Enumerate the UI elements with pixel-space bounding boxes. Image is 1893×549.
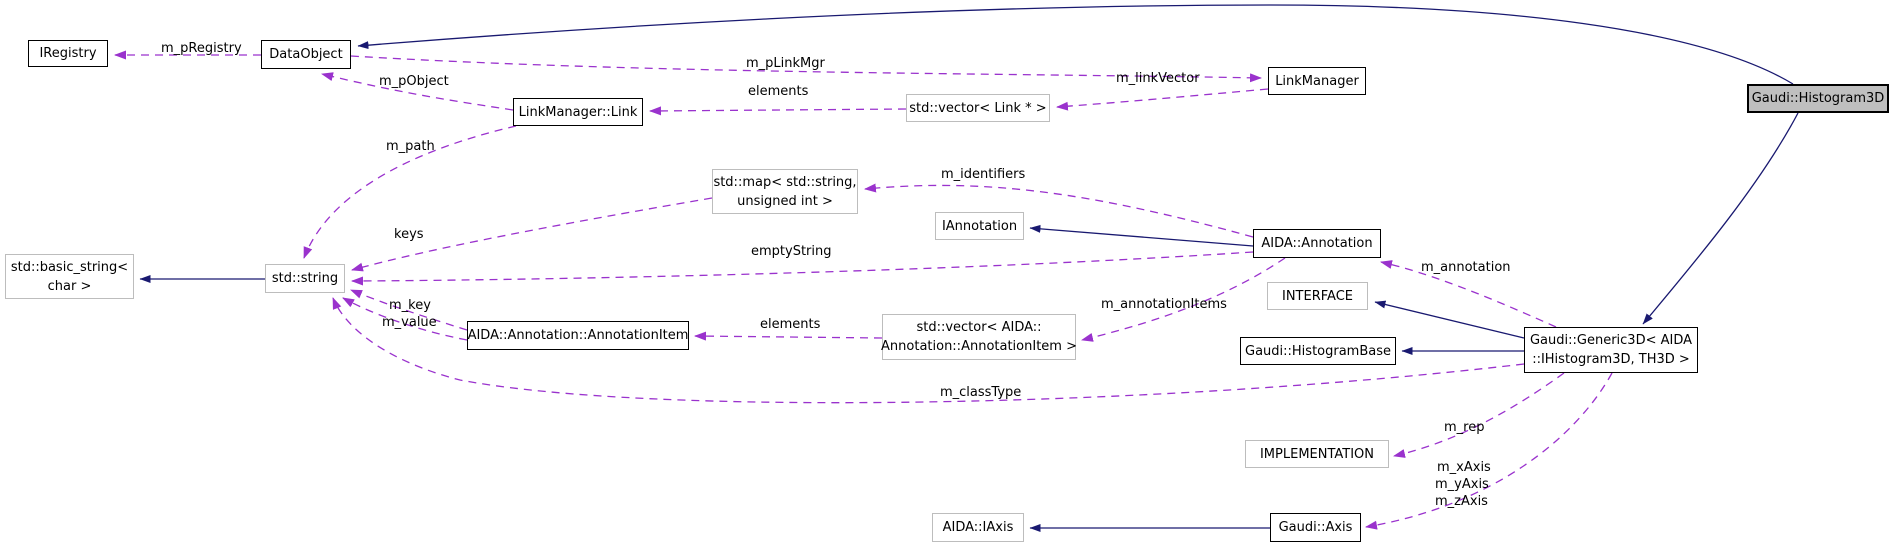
node-vector-link[interactable]: std::vector< Link * >	[906, 94, 1050, 122]
edge-label-m-key: m_key	[389, 298, 431, 313]
node-gaudi-generic3d[interactable]: Gaudi::Generic3D< AIDA ::IHistogram3D, T…	[1524, 327, 1698, 373]
node-label: std::vector< Link * >	[909, 100, 1047, 116]
edge-generic3d-to-annotation	[1380, 260, 1557, 328]
node-linkmanager-link[interactable]: LinkManager::Link	[513, 98, 643, 126]
edge-label-m-yaxis: m_yAxis	[1435, 477, 1489, 492]
edge-label-m-xaxis: m_xAxis	[1437, 460, 1491, 475]
edge-label-m-pobject: m_pObject	[379, 74, 449, 89]
node-map-string-uint[interactable]: std::map< std::string, unsigned int >	[712, 169, 858, 214]
node-label-line2: char >	[47, 278, 92, 294]
edge-label-m-plinkmgr: m_pLinkMgr	[746, 56, 825, 71]
node-iannotation[interactable]: IAnnotation	[935, 212, 1024, 240]
node-label-line2: unsigned int >	[737, 193, 833, 209]
edge-label-m-classtype: m_classType	[940, 385, 1022, 400]
node-label: Gaudi::HistogramBase	[1245, 343, 1391, 359]
edge-annotation-to-map	[864, 183, 1254, 238]
edge-annotationitem-to-string-mvalue	[342, 297, 468, 341]
node-label-line2: Annotation::AnnotationItem >	[881, 339, 1077, 354]
node-label: INTERFACE	[1282, 288, 1353, 304]
node-annotationitem[interactable]: AIDA::Annotation::AnnotationItem	[467, 321, 689, 350]
edge-generic3d-to-string-classtype	[332, 297, 1525, 404]
node-label-line1: Gaudi::Generic3D< AIDA	[1529, 333, 1693, 348]
node-interface[interactable]: INTERFACE	[1267, 282, 1368, 310]
node-label: AIDA::Annotation::AnnotationItem	[467, 328, 689, 343]
edge-label-m-linkvector: m_linkVector	[1116, 71, 1200, 86]
node-gaudi-histogram3d[interactable]: Gaudi::Histogram3D	[1747, 84, 1889, 113]
node-label-line2: ::IHistogram3D, TH3D >	[1532, 352, 1690, 367]
edge-dataobject-to-linkmanager	[350, 55, 1262, 83]
edge-label-m-zaxis: m_zAxis	[1435, 494, 1488, 509]
edge-generic3d-to-interface	[1374, 300, 1525, 339]
edge-linkmanager-to-vectorlink	[1056, 88, 1269, 111]
edge-annotation-to-vectoritems	[1081, 257, 1286, 342]
edge-label-m-annotation: m_annotation	[1421, 260, 1511, 275]
edge-annotation-to-iannotation	[1029, 224, 1254, 247]
edge-annotation-to-string-emptystring	[351, 251, 1254, 286]
node-label: IAnnotation	[941, 218, 1018, 234]
node-iregistry[interactable]: IRegistry	[28, 40, 108, 67]
node-label: AIDA::Annotation	[1261, 236, 1373, 251]
node-label: LinkManager	[1275, 73, 1359, 89]
edge-vectorlink-to-link	[649, 106, 907, 116]
node-label-line1: std::basic_string<	[10, 259, 129, 275]
edge-map-to-string-keys	[351, 197, 713, 272]
edge-label-elements-links: elements	[748, 84, 809, 99]
node-dataobject[interactable]: DataObject	[261, 40, 351, 69]
node-gaudi-axis[interactable]: Gaudi::Axis	[1270, 513, 1361, 542]
node-label: IMPLEMENTATION	[1259, 446, 1375, 462]
node-label-line1: std::vector< AIDA::	[916, 320, 1042, 335]
edge-annotationitem-to-string-mkey	[350, 289, 468, 331]
edge-link-to-string-mpath	[303, 125, 517, 259]
node-linkmanager[interactable]: LinkManager	[1268, 67, 1366, 95]
edge-histogram3d-to-generic3d	[1642, 112, 1799, 325]
node-label-line1: std::map< std::string,	[713, 174, 857, 190]
edge-label-m-pregistry: m_pRegistry	[161, 41, 242, 56]
node-gaudi-histogrambase[interactable]: Gaudi::HistogramBase	[1240, 337, 1396, 365]
node-std-string[interactable]: std::string	[265, 264, 345, 293]
node-label: Gaudi::Axis	[1278, 520, 1353, 535]
node-label: std::string	[271, 271, 339, 286]
node-label: IRegistry	[39, 46, 97, 61]
edge-histogram3d-to-dataobject	[357, 4, 1794, 85]
edge-label-elements-items: elements	[760, 317, 821, 332]
node-vector-annotationitem[interactable]: std::vector< AIDA:: Annotation::Annotati…	[881, 314, 1077, 360]
edge-label-m-identifiers: m_identifiers	[941, 167, 1026, 182]
node-basic-string[interactable]: std::basic_string< char >	[5, 254, 134, 299]
edge-generic3d-to-gaudiaxis	[1365, 372, 1613, 530]
node-label: Gaudi::Histogram3D	[1751, 91, 1885, 106]
node-label: DataObject	[269, 47, 343, 62]
edge-vectoritems-to-annotationitem	[694, 331, 883, 341]
edge-generic3d-to-implementation	[1393, 372, 1565, 458]
edge-label-m-annotationitems: m_annotationItems	[1101, 297, 1227, 312]
edge-label-keys: keys	[394, 227, 424, 242]
node-label: AIDA::IAxis	[942, 520, 1014, 535]
node-aida-annotation[interactable]: AIDA::Annotation	[1253, 229, 1381, 258]
edge-label-m-path: m_path	[386, 139, 435, 154]
edge-label-m-rep: m_rep	[1444, 420, 1485, 435]
node-aida-iaxis[interactable]: AIDA::IAxis	[932, 513, 1024, 542]
edge-label-m-value: m_value	[382, 315, 437, 330]
edge-link-to-dataobject	[321, 72, 514, 111]
edge-label-emptystring: emptyString	[751, 244, 832, 259]
node-label: LinkManager::Link	[518, 104, 638, 120]
node-implementation[interactable]: IMPLEMENTATION	[1245, 440, 1389, 468]
